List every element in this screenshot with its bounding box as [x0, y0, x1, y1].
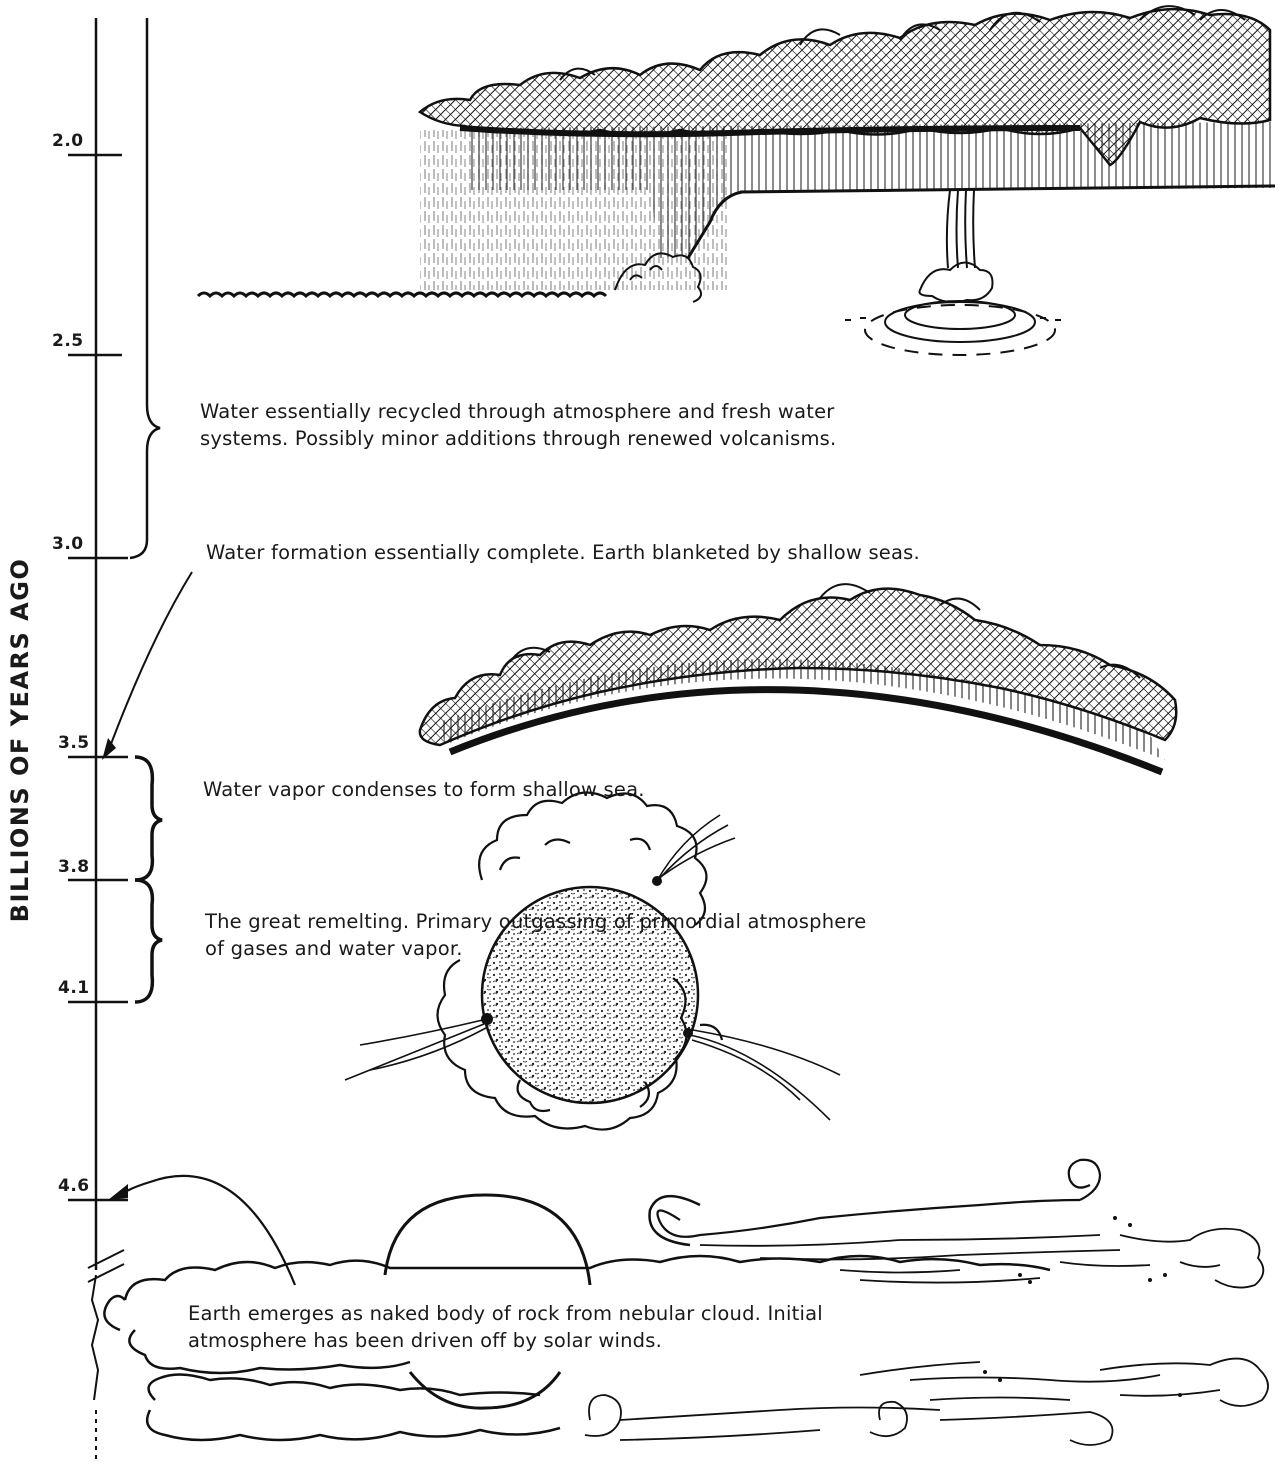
- axis-title-text: BILLIONS OF YEARS AGO: [6, 558, 34, 923]
- bracket-recycled: [130, 18, 160, 558]
- waterfall-splash: [845, 263, 1061, 356]
- scene-shallow-sea: [420, 584, 1176, 772]
- axis-break: [92, 1275, 98, 1400]
- arrow-formation: [102, 572, 192, 760]
- caption-emerges: Earth emerges as naked body of rock from…: [188, 1300, 823, 1354]
- tick-label-2-0: 2.0: [52, 131, 84, 151]
- tick-label-3-8: 3.8: [58, 857, 90, 877]
- brace-remelting: [135, 880, 162, 1002]
- scene-recycling: [198, 6, 1275, 355]
- caption-recycled: Water essentially recycled through atmos…: [200, 398, 836, 452]
- tick-label-3-5: 3.5: [58, 733, 90, 753]
- caption-condenses: Water vapor condenses to form shallow se…: [203, 776, 645, 803]
- tick-label-4-1: 4.1: [58, 978, 90, 998]
- caption-formation: Water formation essentially complete. Ea…: [206, 539, 920, 566]
- tick-label-2-5: 2.5: [52, 331, 84, 351]
- tick-label-3-0: 3.0: [52, 534, 84, 554]
- brace-condenses: [135, 757, 162, 880]
- waterfall: [947, 190, 975, 268]
- sea-waves: [198, 293, 606, 296]
- caption-remelting: The great remelting. Primary outgassing …: [205, 908, 866, 962]
- tick-label-4-6: 4.6: [58, 1176, 90, 1196]
